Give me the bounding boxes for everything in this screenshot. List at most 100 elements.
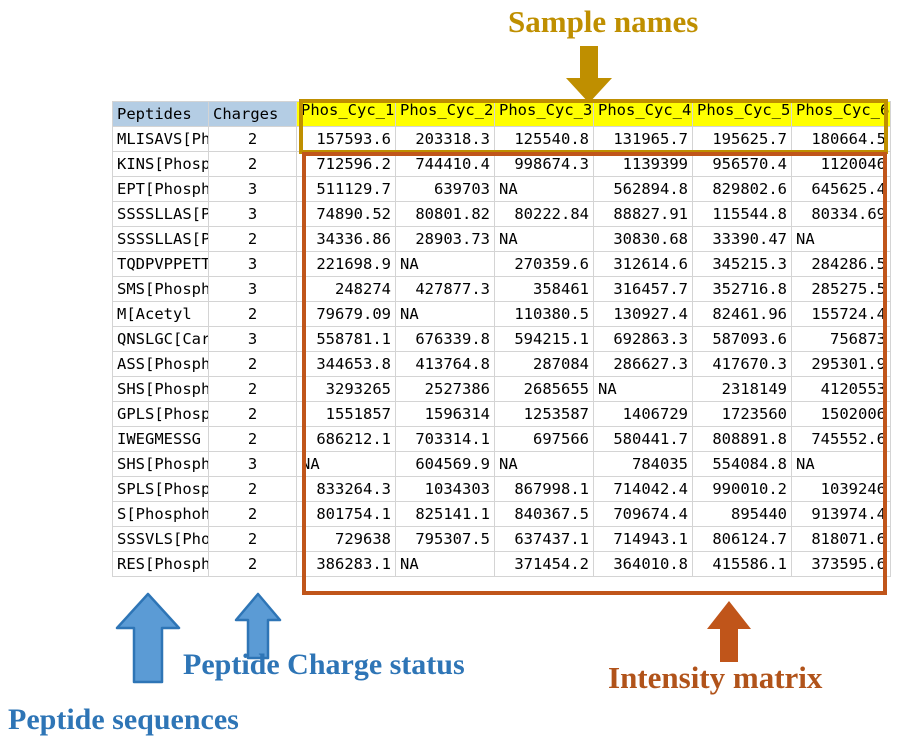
cell-intensity[interactable]: 1596314 [395, 401, 495, 427]
cell-charge[interactable]: 2 [208, 501, 297, 527]
cell-peptide[interactable]: SSSSLLAS[Phospho [112, 226, 209, 252]
cell-intensity[interactable]: 697566 [494, 426, 594, 452]
cell-intensity[interactable]: NA [494, 226, 594, 252]
cell-intensity[interactable]: 82461.96 [692, 301, 792, 327]
cell-charge[interactable]: 2 [208, 376, 297, 402]
cell-intensity[interactable]: NA [494, 176, 594, 202]
cell-charge[interactable]: 3 [208, 201, 297, 227]
cell-intensity[interactable]: 352716.8 [692, 276, 792, 302]
cell-intensity[interactable]: 427877.3 [395, 276, 495, 302]
cell-intensity[interactable]: 34336.86 [296, 226, 396, 252]
cell-intensity[interactable]: 79679.09 [296, 301, 396, 327]
cell-intensity[interactable]: 110380.5 [494, 301, 594, 327]
cell-intensity[interactable]: NA [593, 376, 693, 402]
cell-intensity[interactable]: 1406729 [593, 401, 693, 427]
cell-charge[interactable]: 2 [208, 526, 297, 552]
cell-intensity[interactable]: 287084 [494, 351, 594, 377]
cell-intensity[interactable]: 686212.1 [296, 426, 396, 452]
cell-intensity[interactable]: 639703 [395, 176, 495, 202]
cell-peptide[interactable]: SHS[Phospho [112, 376, 209, 402]
cell-charge[interactable]: 3 [208, 176, 297, 202]
cell-intensity[interactable]: NA [395, 551, 495, 577]
cell-intensity[interactable]: 131965.7 [593, 126, 693, 152]
cell-intensity[interactable]: 714943.1 [593, 526, 693, 552]
cell-intensity[interactable]: 30830.68 [593, 226, 693, 252]
cell-charge[interactable]: 2 [208, 351, 297, 377]
cell-charge[interactable]: 2 [208, 426, 297, 452]
column-header-sample-5[interactable]: Phos_Cyc_5 [692, 101, 792, 127]
cell-intensity[interactable]: 364010.8 [593, 551, 693, 577]
cell-intensity[interactable]: 413764.8 [395, 351, 495, 377]
cell-intensity[interactable]: 316457.7 [593, 276, 693, 302]
cell-intensity[interactable]: 818071.6 [791, 526, 891, 552]
cell-intensity[interactable]: 33390.47 [692, 226, 792, 252]
cell-intensity[interactable]: 709674.4 [593, 501, 693, 527]
cell-intensity[interactable]: 284286.5 [791, 251, 891, 277]
cell-intensity[interactable]: 956570.4 [692, 151, 792, 177]
cell-intensity[interactable]: NA [494, 451, 594, 477]
cell-intensity[interactable]: 676339.8 [395, 326, 495, 352]
cell-intensity[interactable]: 895440 [692, 501, 792, 527]
cell-intensity[interactable]: 130927.4 [593, 301, 693, 327]
cell-intensity[interactable]: 373595.6 [791, 551, 891, 577]
column-header-peptides[interactable]: Peptides [112, 101, 209, 127]
cell-intensity[interactable]: 511129.7 [296, 176, 396, 202]
cell-intensity[interactable]: 913974.4 [791, 501, 891, 527]
cell-intensity[interactable]: 645625.4 [791, 176, 891, 202]
cell-intensity[interactable]: 1502006 [791, 401, 891, 427]
cell-charge[interactable]: 3 [208, 326, 297, 352]
cell-intensity[interactable]: 312614.6 [593, 251, 693, 277]
cell-intensity[interactable]: 386283.1 [296, 551, 396, 577]
cell-intensity[interactable]: 371454.2 [494, 551, 594, 577]
cell-intensity[interactable]: 692863.3 [593, 326, 693, 352]
cell-intensity[interactable]: 554084.8 [692, 451, 792, 477]
cell-intensity[interactable]: 1723560 [692, 401, 792, 427]
cell-intensity[interactable]: 295301.9 [791, 351, 891, 377]
cell-intensity[interactable]: 417670.3 [692, 351, 792, 377]
cell-intensity[interactable]: 703314.1 [395, 426, 495, 452]
cell-intensity[interactable]: 115544.8 [692, 201, 792, 227]
cell-intensity[interactable]: 795307.5 [395, 526, 495, 552]
column-header-sample-2[interactable]: Phos_Cyc_2 [395, 101, 495, 127]
cell-intensity[interactable]: 990010.2 [692, 476, 792, 502]
cell-intensity[interactable]: 604569.9 [395, 451, 495, 477]
cell-charge[interactable]: 3 [208, 276, 297, 302]
cell-intensity[interactable]: 1139399 [593, 151, 693, 177]
cell-intensity[interactable]: 221698.9 [296, 251, 396, 277]
cell-peptide[interactable]: QNSLGC[Carbamido [112, 326, 209, 352]
cell-intensity[interactable]: 415586.1 [692, 551, 792, 577]
cell-intensity[interactable]: 756873 [791, 326, 891, 352]
column-header-charges[interactable]: Charges [208, 101, 297, 127]
column-header-sample-1[interactable]: Phos_Cyc_1 [296, 101, 396, 127]
cell-intensity[interactable]: 998674.3 [494, 151, 594, 177]
cell-intensity[interactable]: 745552.6 [791, 426, 891, 452]
cell-peptide[interactable]: M[Acetyl [112, 301, 209, 327]
cell-peptide[interactable]: SMS[Phospho [112, 276, 209, 302]
cell-intensity[interactable]: 637437.1 [494, 526, 594, 552]
cell-intensity[interactable]: 784035 [593, 451, 693, 477]
cell-intensity[interactable]: 155724.4 [791, 301, 891, 327]
cell-peptide[interactable]: SSSSLLAS[Phospho [112, 201, 209, 227]
cell-intensity[interactable]: 833264.3 [296, 476, 396, 502]
cell-intensity[interactable]: 345215.3 [692, 251, 792, 277]
cell-intensity[interactable]: 1034303 [395, 476, 495, 502]
cell-intensity[interactable]: NA [395, 251, 495, 277]
cell-intensity[interactable]: 180664.5 [791, 126, 891, 152]
cell-intensity[interactable]: 203318.3 [395, 126, 495, 152]
cell-intensity[interactable]: NA [791, 451, 891, 477]
cell-intensity[interactable]: NA [296, 451, 396, 477]
cell-intensity[interactable]: 2527386 [395, 376, 495, 402]
cell-charge[interactable]: 2 [208, 151, 297, 177]
cell-intensity[interactable]: 594215.1 [494, 326, 594, 352]
cell-intensity[interactable]: 74890.52 [296, 201, 396, 227]
cell-intensity[interactable]: 714042.4 [593, 476, 693, 502]
cell-peptide[interactable]: GPLS[Phospho [112, 401, 209, 427]
cell-peptide[interactable]: ASS[Phospho [112, 351, 209, 377]
cell-intensity[interactable]: 3293265 [296, 376, 396, 402]
cell-charge[interactable]: 2 [208, 476, 297, 502]
cell-intensity[interactable]: 88827.91 [593, 201, 693, 227]
cell-intensity[interactable]: NA [791, 226, 891, 252]
column-header-sample-3[interactable]: Phos_Cyc_3 [494, 101, 594, 127]
cell-intensity[interactable]: 801754.1 [296, 501, 396, 527]
cell-peptide[interactable]: SHS[Phospho [112, 451, 209, 477]
